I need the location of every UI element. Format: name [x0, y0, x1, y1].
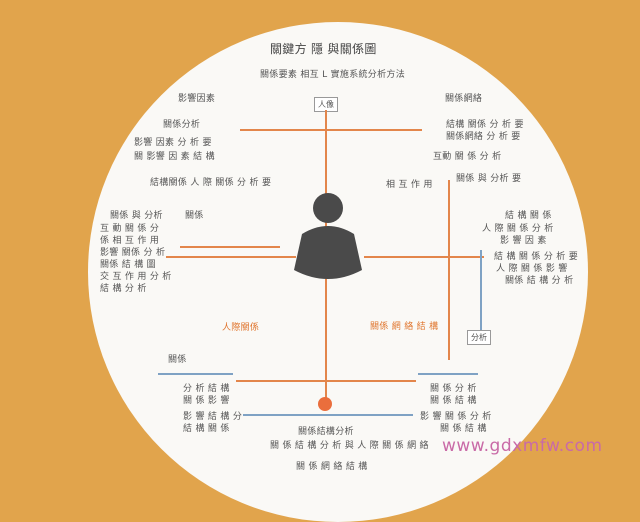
right-block1-line: 結構 關係 分 析 要 — [446, 120, 524, 130]
right-callout: 互動 關 係 分 析 — [433, 152, 502, 162]
right-block3-line: 關係 結 構 分 析 — [505, 276, 574, 286]
bottom-right-line: 影 響 關 係 分 析 — [420, 412, 492, 422]
left-block1-line: 關 影響 因 素 結 構 — [134, 152, 215, 162]
bottom-left-line: 關 係 影 響 — [183, 396, 230, 406]
watermark: www.gdxmfw.com — [442, 436, 603, 456]
right-block3-line: 影 響 因 素 — [500, 236, 547, 246]
right-blue-vertical-line — [480, 250, 482, 330]
left-block3-line: 結 構 分 析 — [100, 284, 147, 294]
bottom-left-line: 影 響 結 構 分 — [183, 412, 243, 422]
bottom-left-tag: 關係 — [168, 355, 187, 365]
left-tag: 關係 — [185, 211, 204, 221]
center-bottom-node — [318, 397, 332, 411]
left-orange-label: 人際關係 — [222, 323, 260, 333]
right-block3-line: 結 構 關 係 分 析 要 — [494, 252, 579, 262]
right-heading: 關係網絡 — [445, 94, 483, 104]
bottom-orange-line — [236, 380, 416, 382]
left-block3-line: 關係 結 構 圖 — [100, 260, 156, 270]
left-lower-line — [166, 256, 296, 258]
bottom-right-blue-line — [418, 373, 478, 375]
right-block1-line: 關係網絡 分 析 要 — [446, 132, 521, 142]
person-icon — [294, 193, 362, 279]
right-block3-line: 結 構 關 係 — [505, 211, 552, 221]
right-vertical-line — [448, 180, 450, 360]
bottom-left-line: 結 構 關 係 — [183, 424, 230, 434]
bottom-right-line: 關 係 結 構 — [440, 424, 487, 434]
left-block1-line: 影響 因素 分 析 要 — [134, 138, 212, 148]
bottom-left-blue-line — [158, 373, 233, 375]
left-heading: 影響因素 — [178, 94, 216, 104]
left-block1-line: 關係分析 — [163, 120, 201, 130]
diagram-subtitle: 關係要素 相互 L 實施系統分析方法 — [260, 70, 405, 80]
right-block2: 關係 與 分析 要 — [456, 174, 522, 184]
left-upper-line — [180, 246, 280, 248]
left-block3-line: 係 相 互 作 用 — [100, 236, 160, 246]
left-block3-line: 互 動 關 係 分 — [100, 224, 160, 234]
right-box: 分析 — [467, 330, 491, 345]
right-block3-line: 人 際 關 係 分 析 — [482, 224, 554, 234]
left-block2: 結構關係 人 際 關係 分 析 要 — [150, 178, 272, 188]
bottom-center-line: 關係結構分析 — [298, 427, 354, 437]
left-block3-line: 影響 關係 分 析 — [100, 248, 166, 258]
diagram-title: 關鍵方 隱 與關係圖 — [270, 42, 377, 56]
right-horizontal-line — [364, 256, 484, 258]
left-block3-line: 關係 與 分析 — [110, 211, 163, 221]
bottom-right-line: 關 係 結 構 — [430, 396, 477, 406]
bottom-center-line: 關 係 網 絡 結 構 — [296, 462, 368, 472]
right-orange-label: 關係 網 絡 結 構 — [370, 322, 439, 332]
bottom-blue-line — [243, 414, 413, 416]
right-callout: 相 互 作 用 — [386, 180, 433, 190]
right-block3-line: 人 際 關 係 影 響 — [496, 264, 568, 274]
bottom-left-line: 分 析 結 構 — [183, 384, 230, 394]
bottom-right-line: 關 係 分 析 — [430, 384, 477, 394]
top-horizontal-line — [240, 129, 422, 131]
bottom-center-line: 關 係 結 構 分 析 與 人 際 關 係 網 絡 — [270, 441, 429, 451]
left-block3-line: 交 互 作 用 分 析 — [100, 272, 172, 282]
